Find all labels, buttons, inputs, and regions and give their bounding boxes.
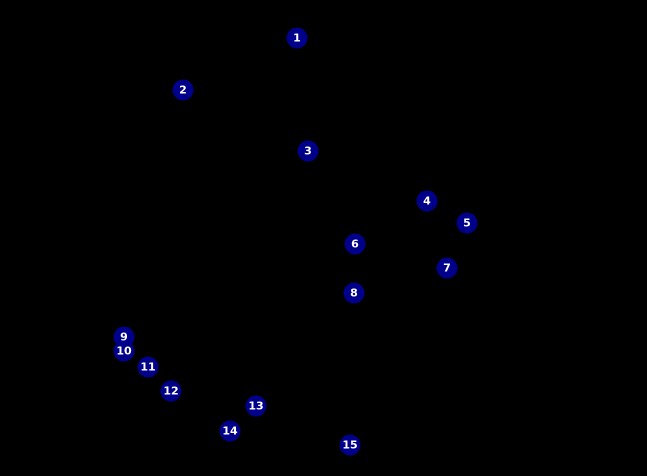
- numbered-marker-15[interactable]: 15: [339, 434, 361, 456]
- marker-label: 8: [350, 286, 358, 300]
- numbered-marker-6[interactable]: 6: [344, 233, 366, 255]
- marker-label: 5: [463, 216, 471, 230]
- numbered-marker-7[interactable]: 7: [436, 257, 458, 279]
- marker-label: 10: [116, 344, 132, 358]
- marker-label: 12: [163, 384, 179, 398]
- numbered-marker-8[interactable]: 8: [343, 282, 365, 304]
- numbered-marker-1[interactable]: 1: [286, 27, 308, 49]
- numbered-marker-13[interactable]: 13: [245, 395, 267, 417]
- marker-label: 15: [342, 438, 358, 452]
- numbered-marker-12[interactable]: 12: [160, 380, 182, 402]
- marker-label: 11: [140, 360, 156, 374]
- marker-label: 6: [351, 237, 359, 251]
- numbered-marker-14[interactable]: 14: [219, 420, 241, 442]
- marker-label: 2: [179, 83, 187, 97]
- marker-label: 13: [248, 399, 264, 413]
- numbered-marker-2[interactable]: 2: [172, 79, 194, 101]
- numbered-marker-3[interactable]: 3: [297, 140, 319, 162]
- numbered-marker-4[interactable]: 4: [416, 190, 438, 212]
- marker-label: 9: [120, 330, 128, 344]
- marker-label: 7: [443, 261, 451, 275]
- numbered-marker-5[interactable]: 5: [456, 212, 478, 234]
- marker-label: 4: [423, 194, 431, 208]
- marker-label: 14: [222, 424, 238, 438]
- marker-label: 3: [304, 144, 312, 158]
- numbered-marker-11[interactable]: 11: [137, 356, 159, 378]
- marker-label: 1: [293, 31, 301, 45]
- numbered-marker-10[interactable]: 10: [113, 340, 135, 362]
